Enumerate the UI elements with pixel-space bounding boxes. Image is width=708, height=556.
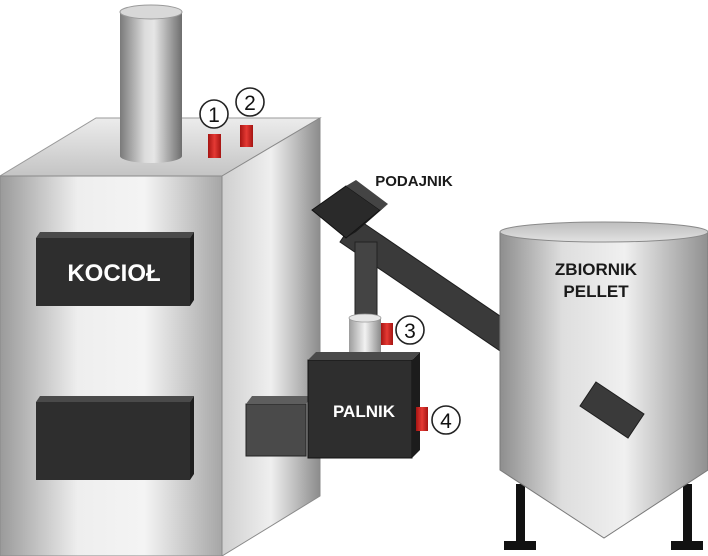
tank-label-line1: ZBIORNIK [555, 260, 638, 279]
burner-inlet-cylinder [348, 313, 382, 354]
burner-label: PALNIK [333, 402, 396, 421]
feeder-pipe-tank-entry [579, 381, 645, 439]
burner: PALNIK [245, 313, 428, 459]
tank-top [499, 221, 708, 243]
tank-legs [504, 484, 703, 550]
burner-tube [245, 403, 307, 457]
sensor-marker-2: 2 [235, 87, 265, 117]
sensor-marker-4: 4 [431, 405, 461, 435]
feeder-motor-box [311, 180, 388, 239]
sensor-marker-4-number: 4 [440, 410, 452, 433]
sensor-marker-1-number: 1 [208, 104, 220, 127]
pellet-tank: ZBIORNIK PELLET [499, 221, 708, 550]
sensor-marker-3-number: 3 [404, 320, 416, 343]
sensor-marker-1: 1 [199, 99, 229, 129]
boiler-label: KOCIOŁ [67, 260, 160, 287]
sensor-2 [240, 125, 253, 147]
sensor-3 [381, 323, 393, 345]
sensor-1 [208, 134, 221, 158]
sensor-4 [416, 407, 428, 431]
sensor-marker-3: 3 [395, 315, 425, 345]
boiler: KOCIOŁ [0, 4, 322, 556]
boiler-upper-door: KOCIOŁ [36, 232, 194, 306]
boiler-lower-door [36, 396, 194, 480]
sensor-marker-2-number: 2 [244, 92, 256, 115]
feeder-drop-pipe [354, 241, 378, 319]
tank-label-line2: PELLET [563, 282, 629, 301]
feeder-label: PODAJNIK [375, 173, 453, 190]
chimney [119, 4, 183, 163]
boiler-side [221, 117, 321, 556]
